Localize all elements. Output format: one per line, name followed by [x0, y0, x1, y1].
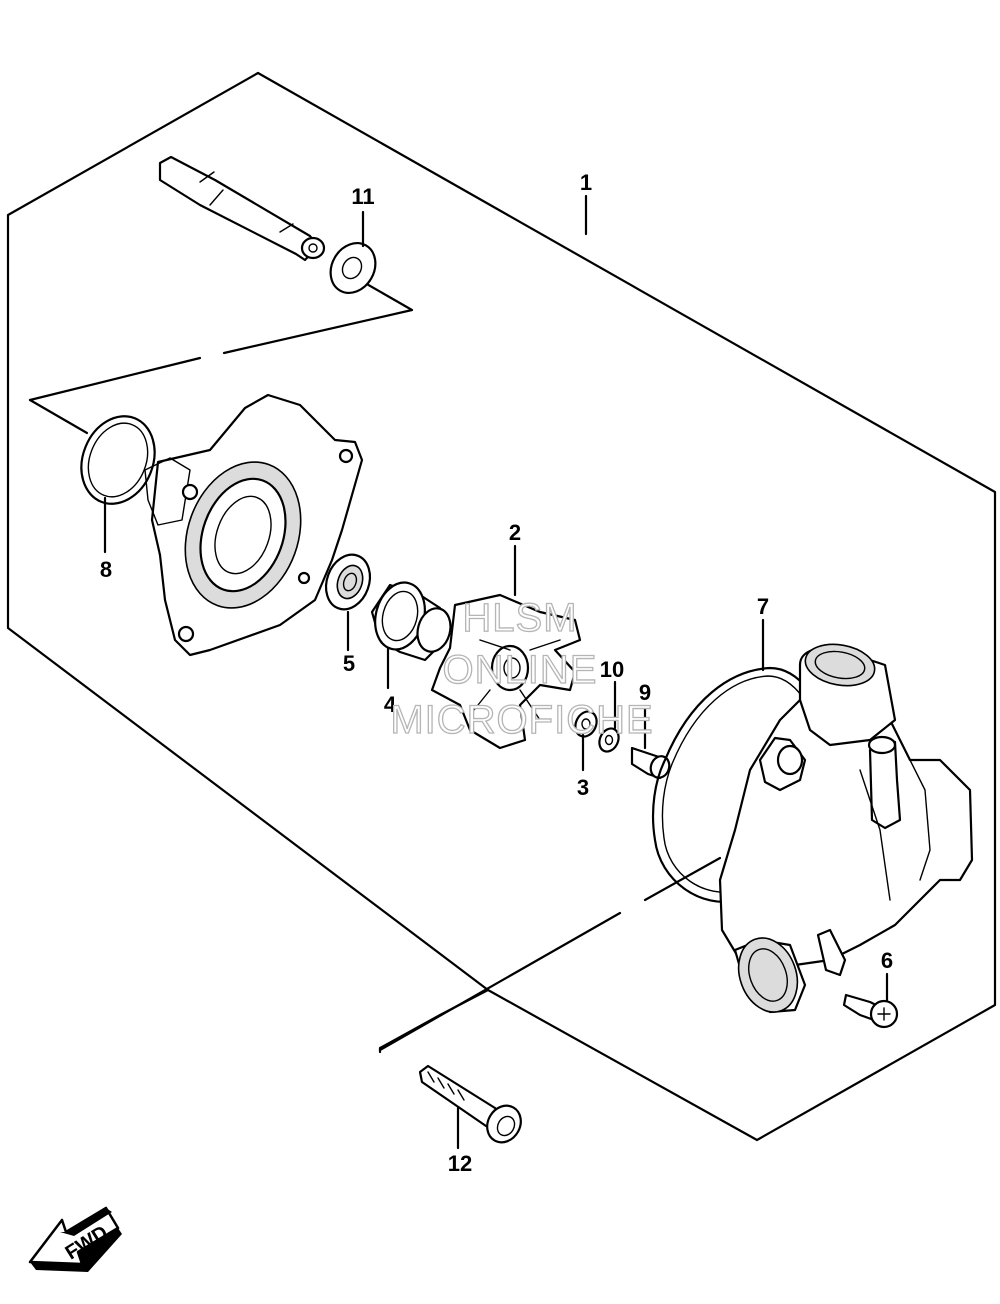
watermark-line-3: MICROFICHE: [390, 698, 654, 742]
o-ring: [80, 415, 156, 505]
callout-8: 8: [100, 557, 112, 582]
shaft-washer: [329, 242, 377, 294]
callout-10: 10: [600, 657, 624, 682]
callout-1: 1: [580, 170, 592, 195]
seal-washer: [598, 727, 620, 753]
callout-labels: 1 2 3 4 5 6 7 8 9 10 11 12: [100, 170, 893, 1176]
callout-9: 9: [639, 680, 651, 705]
bearing: [324, 553, 372, 611]
callout-11: 11: [351, 184, 374, 209]
callout-2: 2: [509, 520, 521, 545]
pump-shaft: [158, 155, 326, 262]
impeller-washer: [574, 710, 598, 738]
fwd-arrow-icon: FWD: [28, 1206, 122, 1272]
leader-lines: [103, 194, 889, 1150]
case-screw: [842, 993, 899, 1029]
callout-5: 5: [343, 651, 355, 676]
pump-case: [718, 643, 974, 1014]
impeller: [430, 593, 582, 750]
watermark-line-2: ONLINE: [442, 648, 598, 692]
watermark-line-1: HLSM: [462, 596, 578, 640]
flange-bolt: [418, 1064, 522, 1144]
callout-12: 12: [448, 1151, 472, 1176]
callout-6: 6: [881, 948, 893, 973]
callout-7: 7: [757, 594, 769, 619]
callout-4: 4: [384, 692, 397, 717]
assembly-outline: [6, 71, 997, 1142]
mechanical-seal: [370, 581, 452, 662]
pump-housing: [144, 393, 364, 657]
callout-3: 3: [577, 775, 589, 800]
drain-bolt: [630, 746, 671, 780]
